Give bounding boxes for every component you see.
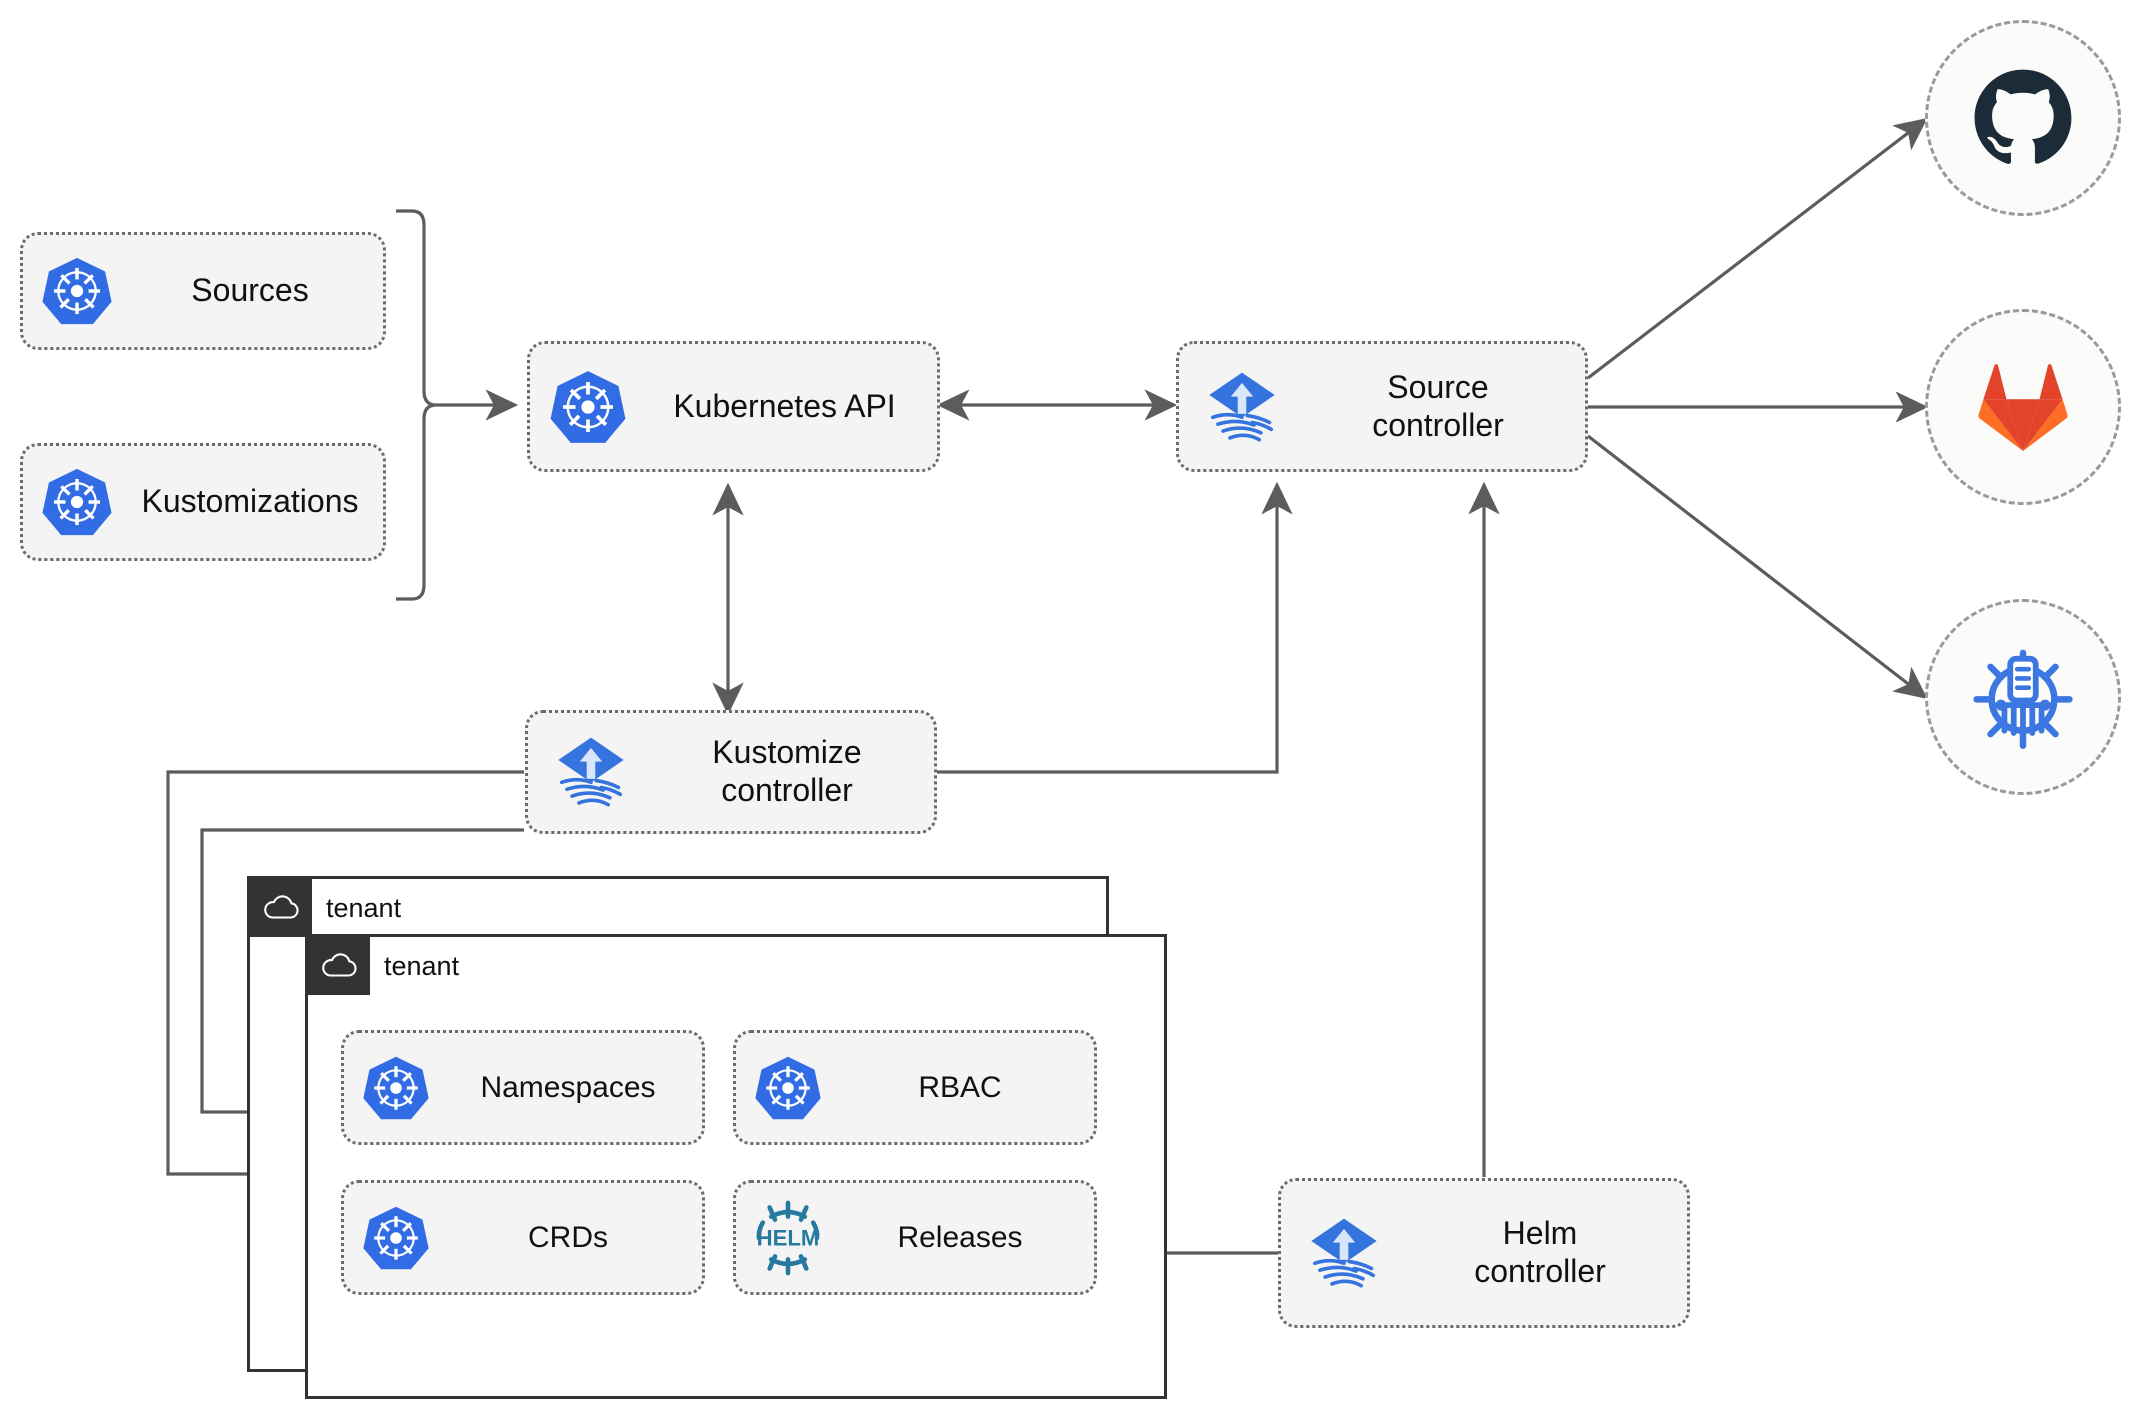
external-gitlab[interactable] (1925, 309, 2121, 505)
github-icon (1968, 63, 2078, 173)
svg-text:HELM: HELM (757, 1225, 820, 1250)
helm-text-icon: HELM (736, 1196, 840, 1280)
node-label: Kubernetes API (673, 387, 896, 424)
flux-icon (528, 729, 654, 815)
tenant-label: tenant (326, 892, 402, 923)
resource-label: RBAC (918, 1070, 1002, 1104)
flux-icon (1179, 364, 1305, 450)
cloud-icon (308, 937, 370, 995)
node-kustomizations[interactable]: Kustomizations (20, 443, 386, 561)
kubernetes-icon (530, 368, 646, 446)
resource-releases[interactable]: HELM Releases (733, 1180, 1097, 1295)
gitlab-icon (1968, 352, 2078, 462)
resource-rbac[interactable]: RBAC (733, 1030, 1097, 1145)
kubernetes-icon (736, 1054, 840, 1122)
kubernetes-icon (344, 1054, 448, 1122)
node-kubernetes-api[interactable]: Kubernetes API (527, 341, 940, 472)
resource-label: Releases (897, 1220, 1023, 1254)
tenant-container-inner[interactable]: tenant (305, 934, 1167, 1399)
flux-icon (1281, 1210, 1407, 1296)
node-label: Kustomizations (141, 483, 359, 520)
node-label: Sources (191, 272, 309, 309)
tenant-label: tenant (384, 950, 460, 981)
node-source-controller[interactable]: Source controller (1176, 341, 1588, 472)
node-kustomize-controller[interactable]: Kustomize controller (525, 710, 937, 834)
node-label: Kustomize controller (712, 734, 862, 808)
resource-label: Namespaces (480, 1070, 656, 1104)
node-sources[interactable]: Sources (20, 232, 386, 350)
kubernetes-icon (23, 255, 131, 327)
node-label: Helm controller (1474, 1215, 1606, 1289)
resource-crds[interactable]: CRDs (341, 1180, 705, 1295)
node-label: Source controller (1372, 368, 1504, 443)
external-helm-registry[interactable] (1925, 599, 2121, 795)
resource-label: CRDs (528, 1220, 608, 1254)
cloud-icon (250, 879, 312, 937)
node-helm-controller[interactable]: Helm controller (1278, 1178, 1690, 1328)
external-github[interactable] (1925, 20, 2121, 216)
kubernetes-icon (344, 1204, 448, 1272)
helm-icon (1965, 639, 2081, 755)
resource-namespaces[interactable]: Namespaces (341, 1030, 705, 1145)
kubernetes-icon (23, 466, 131, 538)
